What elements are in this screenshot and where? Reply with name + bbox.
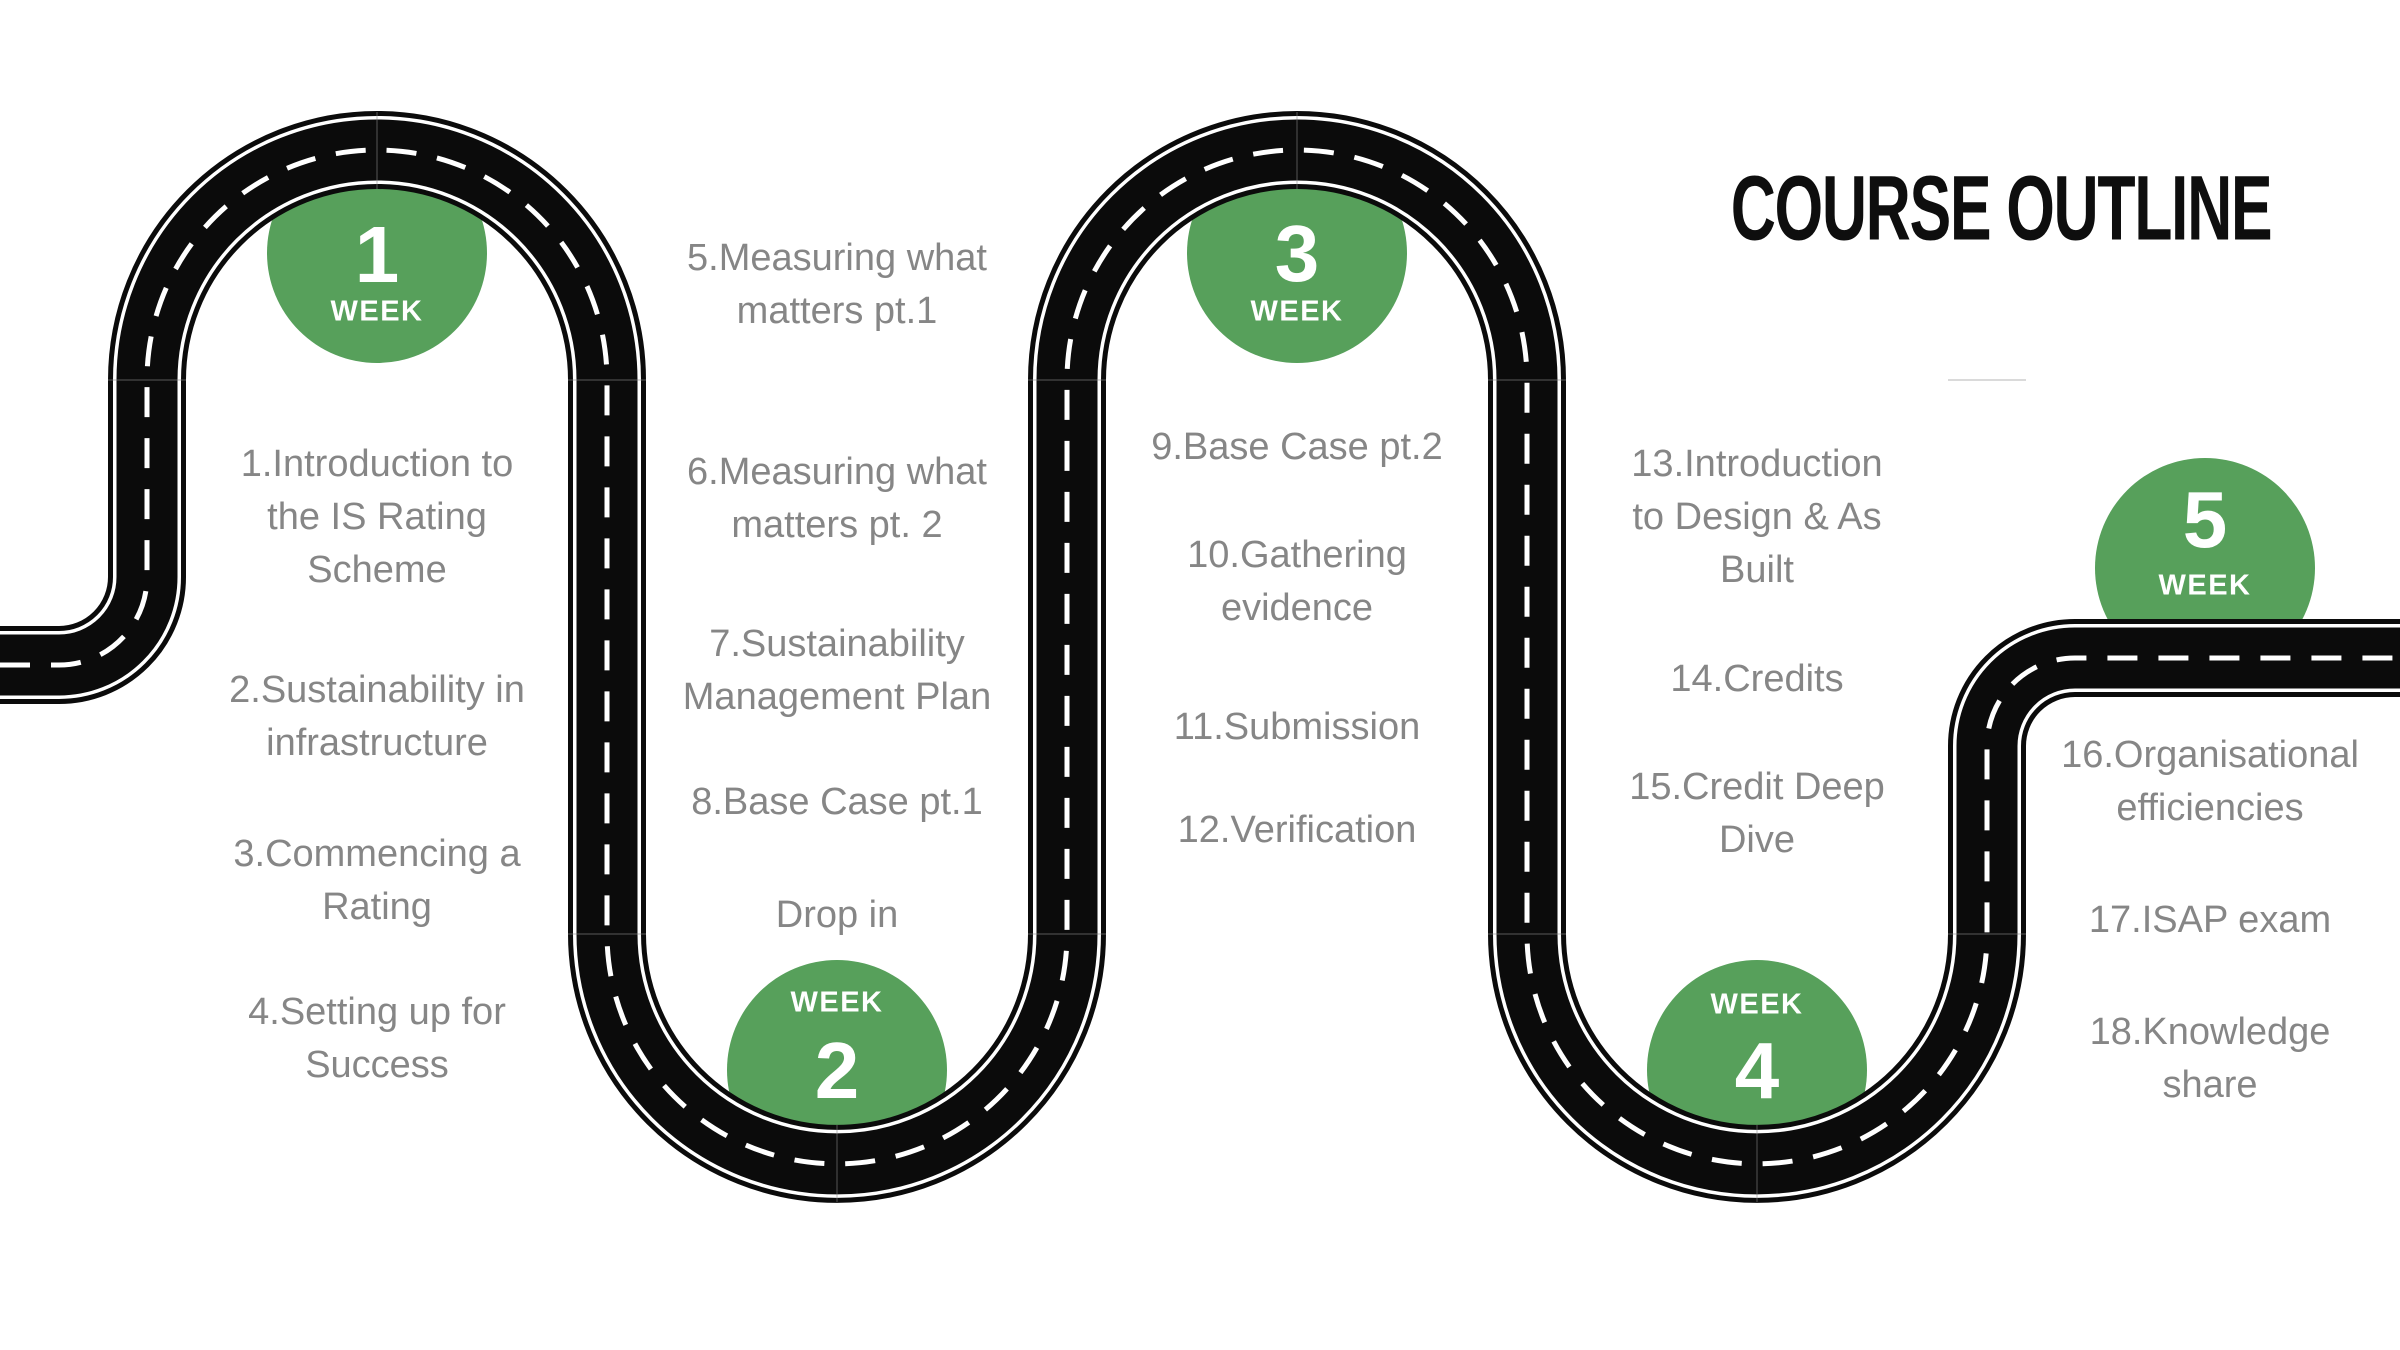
week-4-label: WEEK — [1710, 988, 1804, 1021]
week-5-label: WEEK — [2158, 569, 2252, 602]
topic-item-4: 4.Setting up for Success — [248, 991, 506, 1086]
topic-item-11: 11.Submission — [1173, 706, 1421, 748]
topic-item-drop-in: Drop in — [775, 894, 899, 936]
topic-item-15: 15.Credit Deep Dive — [1629, 766, 1885, 861]
topic-item-18: 18.Knowledge share — [2089, 1011, 2331, 1106]
week-1-number: 1 — [354, 210, 400, 299]
topic-item-3: 3.Commencing a Rating — [233, 833, 521, 928]
week-3-marker-circle — [1187, 143, 1407, 363]
topic-item-9: 9.Base Case pt.2 — [1151, 426, 1443, 468]
topic-item-2: 2.Sustainability in infrastructure — [229, 669, 525, 764]
page-title: COURSE OUTLINE — [1730, 157, 2273, 260]
topic-item-6: 6.Measuring what matters pt. 2 — [687, 451, 987, 546]
week-2-label: WEEK — [790, 986, 884, 1019]
topic-item-7: 7.Sustainability Management Plan — [682, 623, 992, 718]
week-5-number: 5 — [2182, 475, 2228, 564]
topic-item-14: 14.Credits — [1670, 658, 1844, 700]
topic-item-17: 17.ISAP exam — [2088, 899, 2332, 941]
week-2-number: 2 — [814, 1026, 860, 1115]
week-3-number: 3 — [1274, 209, 1320, 298]
topic-item-12: 12.Verification — [1177, 809, 1417, 851]
road-path — [0, 111, 2400, 1203]
week-1-marker-circle — [267, 143, 487, 363]
topic-item-5: 5.Measuring what matters pt.1 — [687, 237, 987, 332]
topic-item-10: 10.Gathering evidence — [1187, 534, 1407, 629]
road-segment-seams — [108, 112, 2026, 1202]
topic-item-8: 8.Base Case pt.1 — [691, 781, 983, 823]
week-4-number: 4 — [1734, 1026, 1780, 1115]
topic-item-1: 1.Introduction to the IS Rating Scheme — [240, 443, 514, 591]
topic-item-13: 13.Introduction to Design & As Built — [1631, 443, 1883, 591]
topic-item-16: 16.Organisational efficiencies — [2061, 734, 2359, 829]
road-center-dashed-line — [0, 147, 2400, 1167]
week-1-label: WEEK — [330, 295, 424, 328]
week-3-label: WEEK — [1250, 295, 1344, 328]
